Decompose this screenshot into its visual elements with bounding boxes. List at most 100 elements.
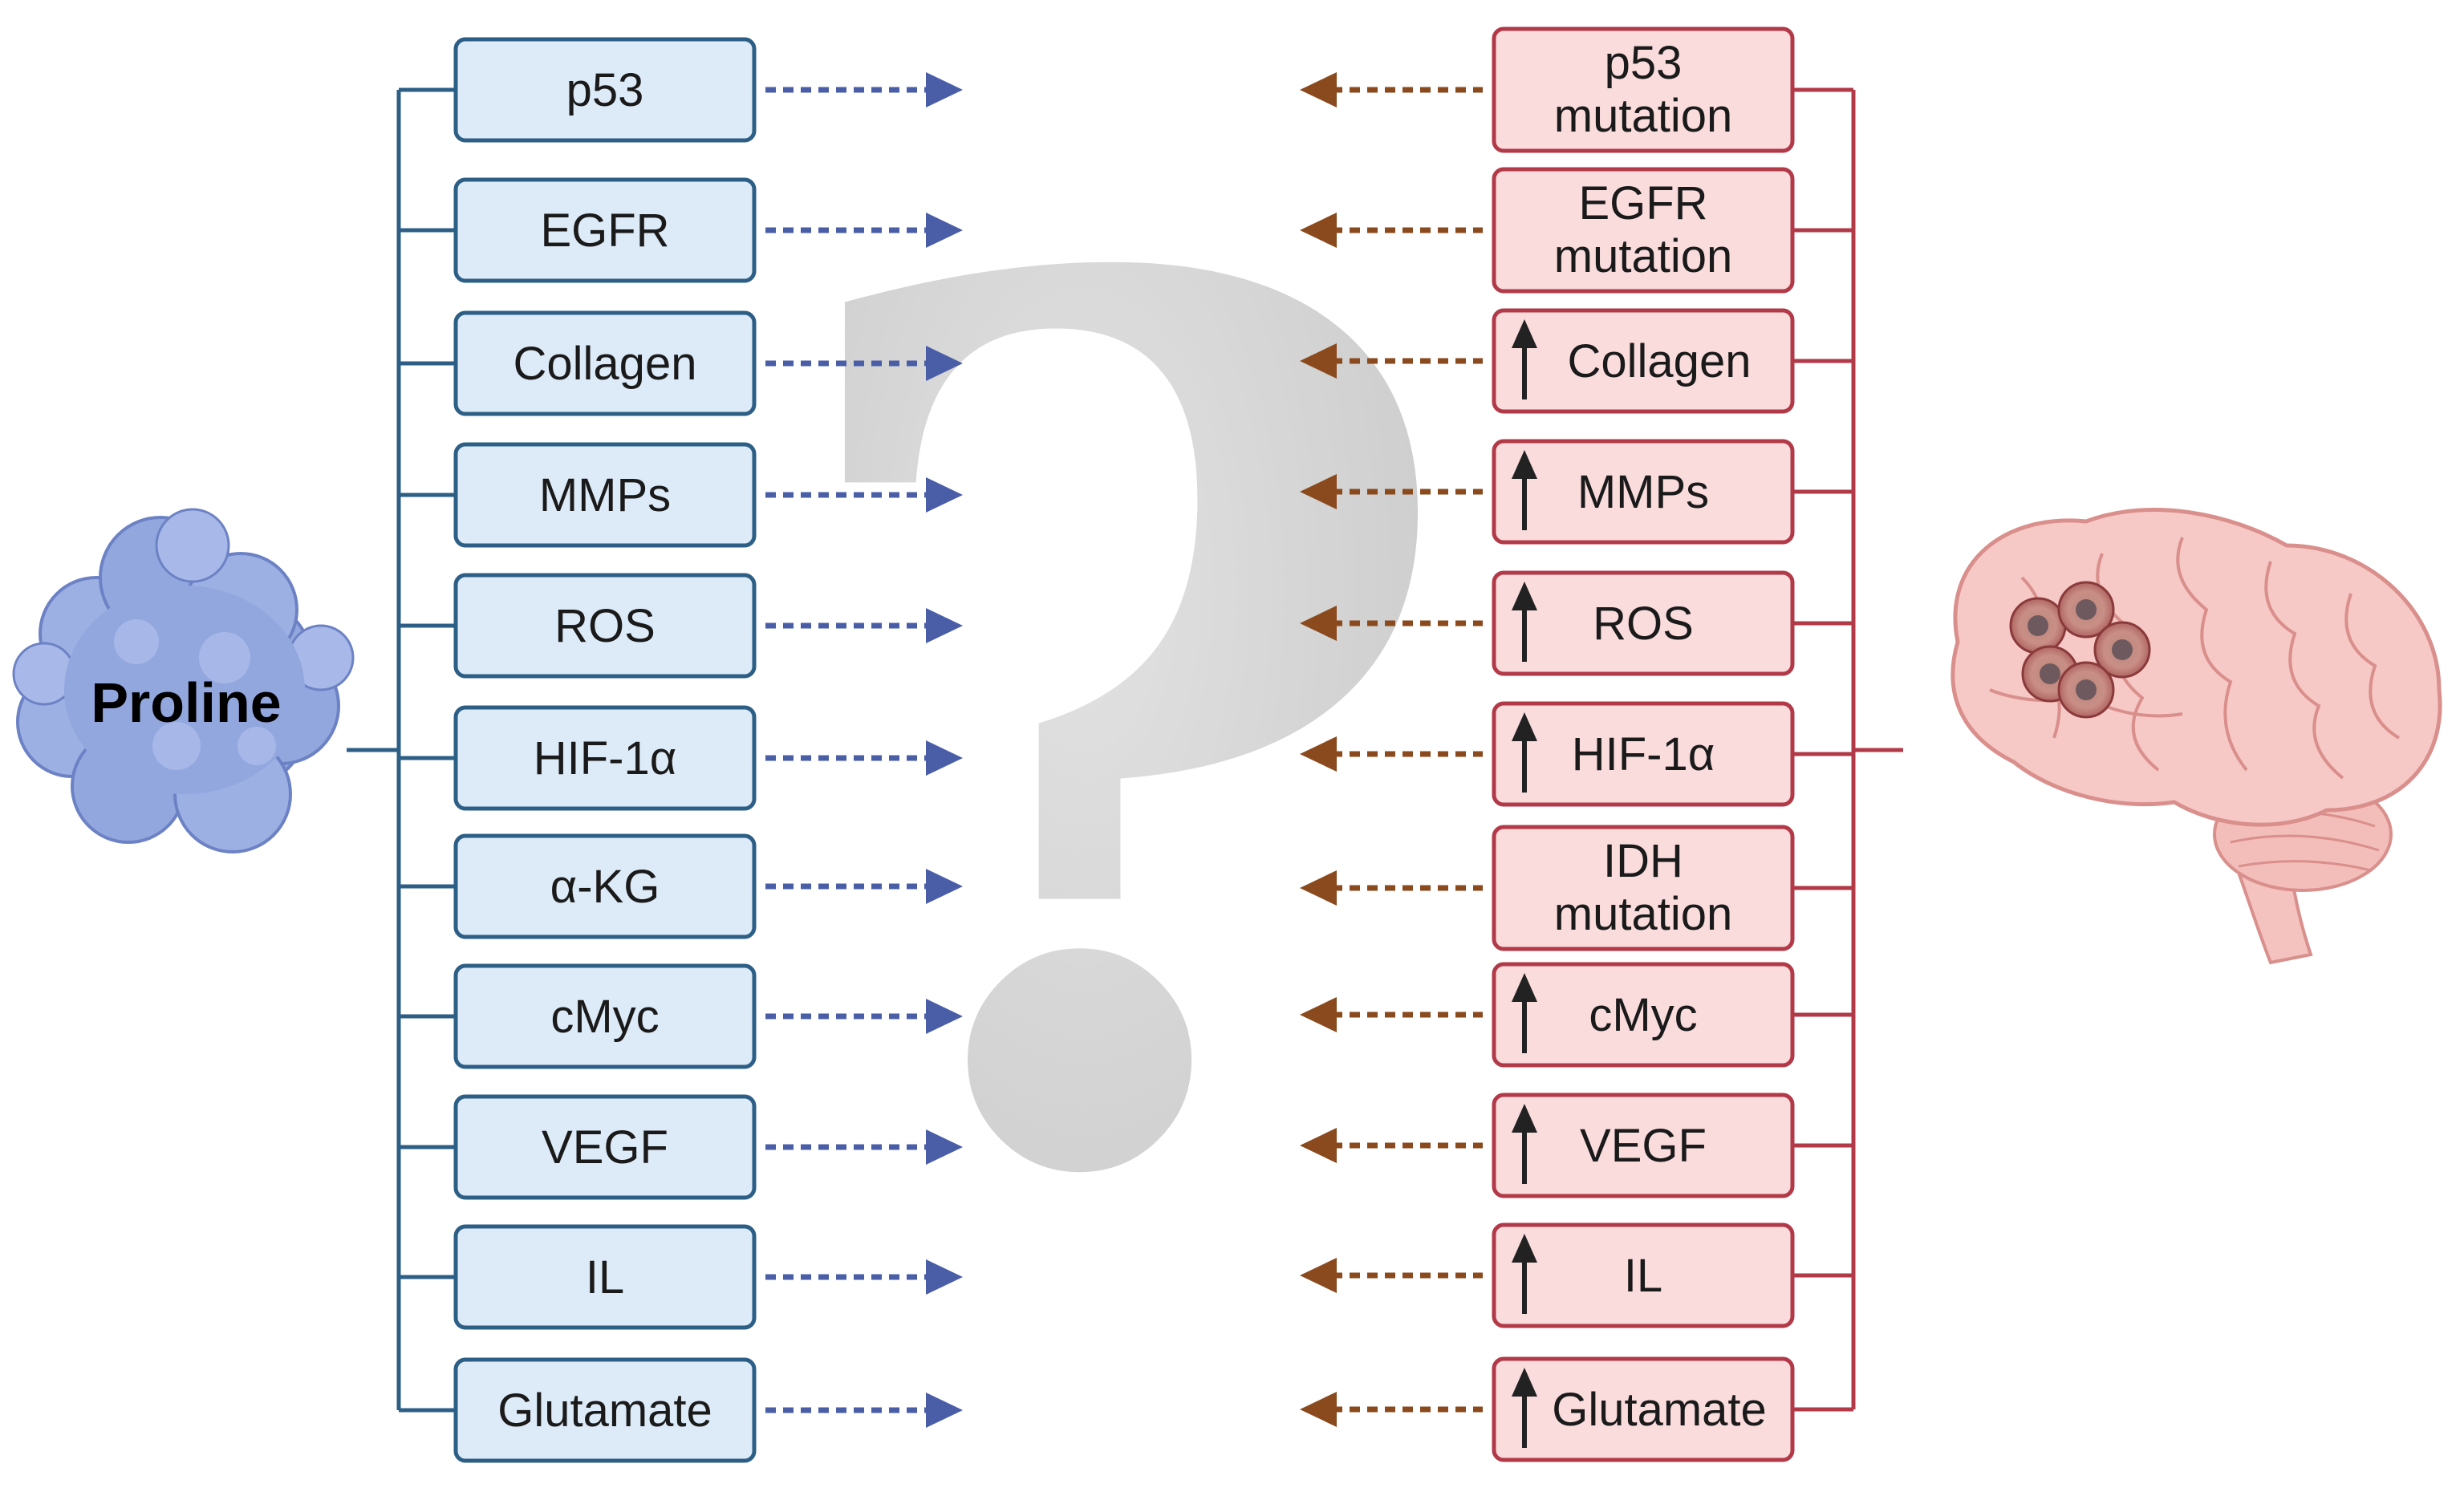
right-item-mmps: MMPs	[1300, 439, 1853, 545]
right-arrow-head	[1300, 343, 1337, 379]
left-box-label: MMPs	[539, 469, 671, 521]
left-box	[453, 1224, 757, 1330]
left-box	[453, 833, 757, 939]
right-box	[1492, 167, 1795, 294]
left-item-cmyc: cMyc	[399, 963, 963, 1069]
left-arrow-head	[926, 1393, 963, 1428]
left-box-label: cMyc	[550, 991, 659, 1043]
right-arrow-head	[1300, 1392, 1337, 1427]
right-box-label: MMPs	[1577, 466, 1709, 518]
left-box-label: EGFR	[540, 205, 669, 257]
right-item-vegf: VEGF	[1300, 1093, 1853, 1198]
left-arrow-head	[926, 346, 963, 381]
increase-arrow-icon	[1512, 582, 1537, 610]
increase-arrow-icon	[1512, 973, 1537, 1002]
right-box-label: cMyc	[1589, 989, 1697, 1041]
right-box-label-line: p53	[1605, 37, 1683, 89]
left-box-label: ROS	[554, 600, 656, 652]
left-item-collagen: Collagen	[399, 310, 963, 416]
right-box-label-line: mutation	[1554, 90, 1732, 142]
left-item-kg: α-KG	[399, 833, 963, 939]
right-item-cmyc: cMyc	[1300, 962, 1853, 1068]
increase-arrow-icon	[1512, 450, 1537, 479]
left-box-label: HIF-1α	[534, 732, 677, 785]
right-box-label-line: mutation	[1554, 230, 1732, 282]
left-box-label: α-KG	[550, 861, 660, 913]
glioma-features-column: p53mutationEGFRmutationCollagenMMPsROSHI…	[1300, 26, 1853, 1462]
left-box	[453, 1094, 757, 1200]
left-box	[453, 963, 757, 1069]
left-item-vegf: VEGF	[399, 1094, 963, 1200]
right-arrow-head	[1300, 72, 1337, 107]
left-box	[453, 442, 757, 548]
left-arrow-head	[926, 1129, 963, 1165]
left-item-ros: ROS	[399, 573, 963, 679]
increase-arrow-icon	[1512, 1104, 1537, 1133]
right-arrow-head	[1300, 474, 1337, 509]
right-box	[1492, 1356, 1795, 1462]
right-box	[1492, 26, 1795, 153]
left-box	[453, 573, 757, 679]
left-arrow-head	[926, 999, 963, 1034]
protein-blob-icon: Proline	[12, 508, 355, 853]
right-box-label: Collagen	[1568, 335, 1752, 387]
question-mark-glyph: ?	[767, 26, 1472, 1439]
right-box-label: IL	[1624, 1250, 1662, 1302]
left-arrow-head	[926, 72, 963, 107]
right-arrow-head	[1300, 606, 1337, 641]
right-arrow-head	[1300, 213, 1337, 248]
left-box-label: Glutamate	[497, 1385, 712, 1437]
left-arrow-head	[926, 213, 963, 248]
right-box	[1492, 1222, 1795, 1328]
right-box	[1492, 439, 1795, 545]
right-item-collagen: Collagen	[1300, 308, 1853, 414]
left-box-label: IL	[586, 1251, 624, 1303]
right-box-label: Glutamate	[1552, 1384, 1767, 1436]
increase-arrow-icon	[1512, 1234, 1537, 1263]
increase-arrow-icon	[1512, 319, 1537, 348]
increase-arrow-icon	[1512, 712, 1537, 741]
right-box	[1492, 308, 1795, 414]
left-box	[453, 177, 757, 283]
tumor-cells	[2009, 581, 2151, 719]
right-arrow-head	[1300, 870, 1337, 906]
left-item-glutamate: Glutamate	[399, 1357, 963, 1463]
right-arrow-head	[1300, 736, 1337, 772]
right-arrow-head	[1300, 997, 1337, 1032]
right-box	[1492, 701, 1795, 807]
left-arrow-head	[926, 608, 963, 643]
proline-label: Proline	[91, 671, 281, 734]
right-box-label: VEGF	[1580, 1120, 1707, 1172]
right-box	[1492, 825, 1795, 951]
left-item-mmps: MMPs	[399, 442, 963, 548]
right-arrow-head	[1300, 1258, 1337, 1293]
left-item-il: IL	[399, 1224, 963, 1330]
right-item-hif-1: HIF-1α	[1300, 701, 1853, 807]
left-box-label: Collagen	[514, 338, 697, 390]
right-box-label-line: EGFR	[1578, 177, 1707, 229]
right-box	[1492, 1093, 1795, 1198]
connector-lines	[347, 90, 1903, 1410]
right-item-ros: ROS	[1300, 570, 1853, 676]
left-arrow-head	[926, 869, 963, 904]
left-box-label: p53	[566, 64, 644, 116]
brain-tumor-icon	[1950, 508, 2442, 965]
left-box	[453, 705, 757, 811]
increase-arrow-icon	[1512, 1368, 1537, 1397]
question-mark-icon: ?	[767, 26, 1472, 1439]
right-box-label-line: IDH	[1603, 835, 1683, 887]
right-box	[1492, 962, 1795, 1068]
right-box	[1492, 570, 1795, 676]
right-box-label-line: mutation	[1554, 888, 1732, 940]
left-box	[453, 1357, 757, 1463]
left-arrow-head	[926, 740, 963, 776]
right-item-glutamate: Glutamate	[1300, 1356, 1853, 1462]
left-box	[453, 310, 757, 416]
right-item-il: IL	[1300, 1222, 1853, 1328]
left-item-hif-1: HIF-1α	[399, 705, 963, 811]
